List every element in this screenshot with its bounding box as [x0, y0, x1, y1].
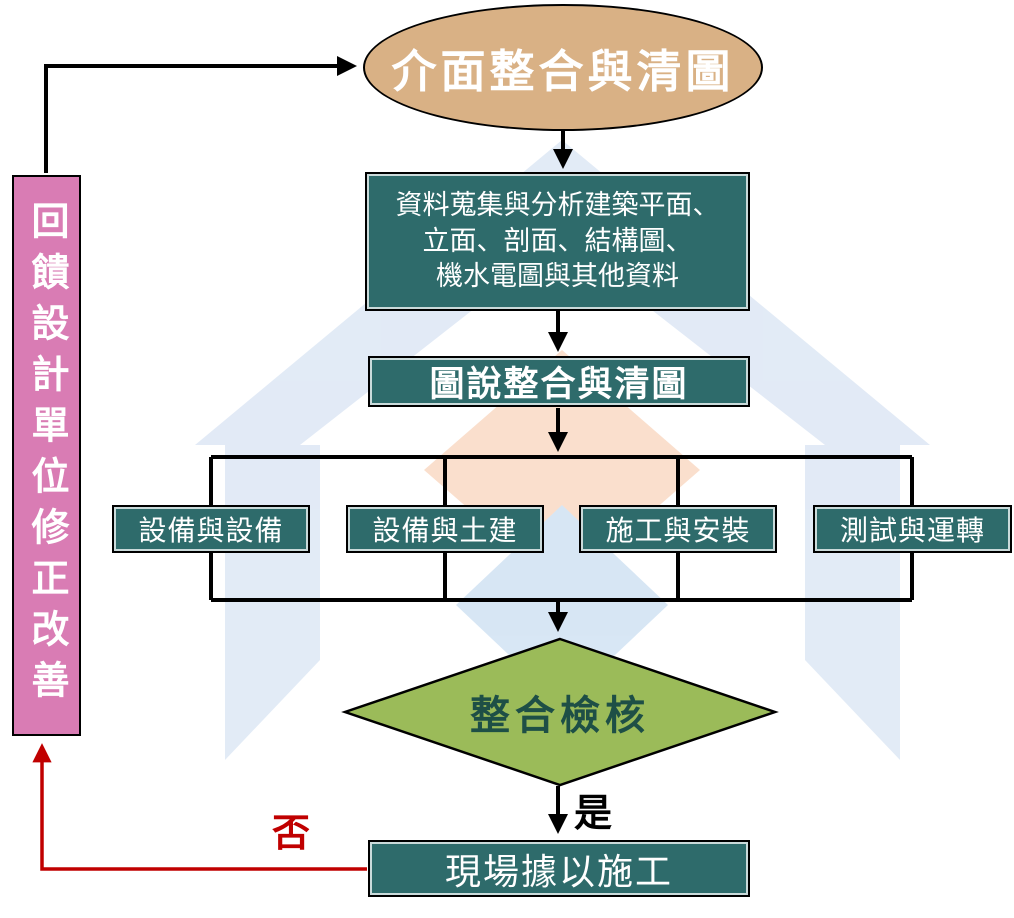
branch-node-equipment-equipment: 設備與設備 — [112, 505, 310, 553]
drawing-integration-node: 圖說整合與清圖 — [368, 356, 750, 407]
connector-lines — [44, 56, 914, 834]
branch-node-test-operation: 測試與運轉 — [813, 505, 1012, 553]
feedback-line-to-start — [44, 56, 357, 173]
branch-node-equipment-civil: 設備與土建 — [346, 505, 544, 553]
data-collection-line-2: 立面、剖面、結構圖、 — [422, 225, 693, 256]
feedback-design-revision-node: 回饋設計單位修正改善 — [12, 175, 81, 736]
no-edge-label: 否 — [272, 813, 311, 855]
data-collection-line-1: 資料蒐集與分析建築平面、 — [395, 190, 720, 221]
no-path-line — [32, 743, 367, 871]
site-construction-node: 現場據以施工 — [368, 840, 750, 897]
start-node: 介面整合與清圖 — [363, 4, 763, 131]
decision-node-label: 整合檢核 — [470, 694, 650, 738]
branch-node-construction-installation: 施工與安裝 — [579, 505, 777, 553]
data-collection-node: 資料蒐集與分析建築平面、 立面、剖面、結構圖、 機水電圖與其他資料 — [365, 172, 750, 311]
yes-edge-label: 是 — [574, 793, 613, 835]
data-collection-line-3: 機水電圖與其他資料 — [436, 261, 679, 292]
decision-diamond-shape — [341, 637, 779, 787]
